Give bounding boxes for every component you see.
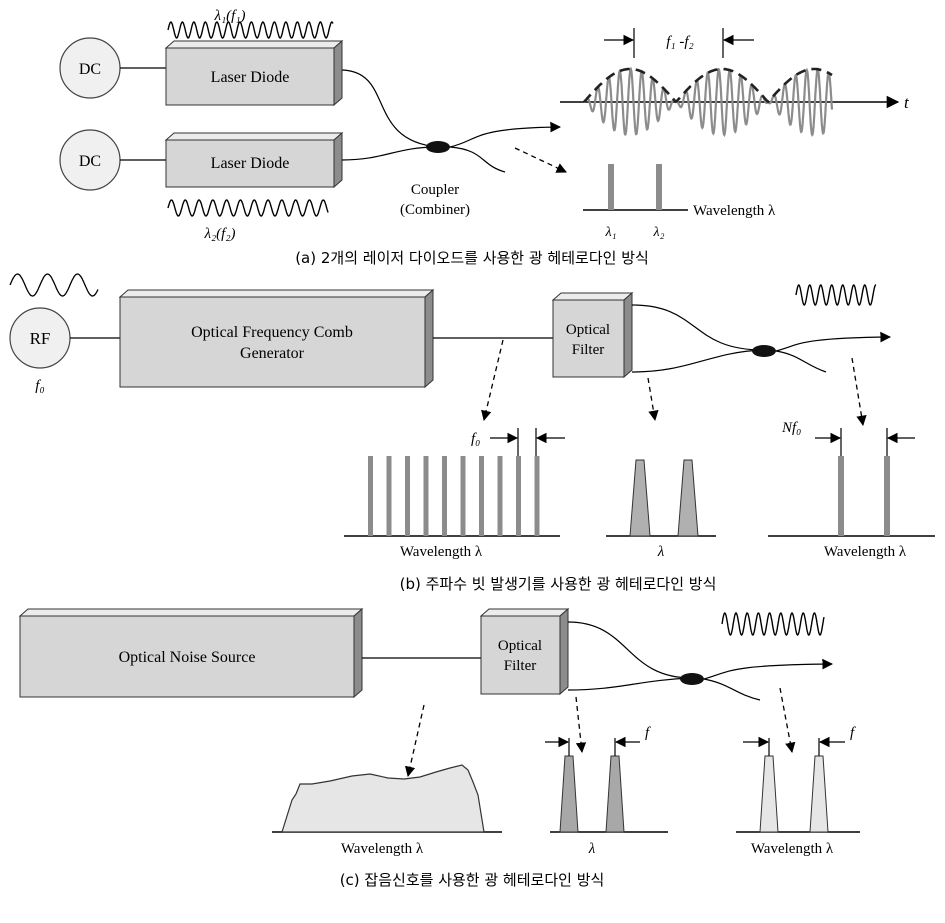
coupler-c <box>680 673 704 685</box>
comb-line <box>386 456 392 536</box>
laser-diode-top: Laser Diode <box>164 39 344 107</box>
filter-b-label-1: Optical <box>566 322 610 338</box>
caption-a: (a) 2개의 레이저 다이오드를 사용한 광 헤테로다인 방식 <box>295 249 649 267</box>
output-wave-b <box>795 284 877 306</box>
comb-axis-label: Wavelength λ <box>400 544 483 560</box>
comb-line <box>423 456 429 536</box>
comb-line <box>460 456 466 536</box>
spectral-line-2 <box>656 164 662 210</box>
comb-label-2: Generator <box>240 345 305 362</box>
laser-label-top: Laser Diode <box>211 69 290 86</box>
output-peak-c2 <box>809 755 829 833</box>
lambda2-label: λ₂(f₂) <box>203 226 235 242</box>
noise-source-label: Optical Noise Source <box>119 649 256 666</box>
output-axis-label-c: Wavelength λ <box>751 841 834 857</box>
filtered-peak-c2 <box>605 755 625 833</box>
filter-c-fiber-bottom <box>567 677 693 691</box>
fiber-bottom <box>341 146 439 161</box>
comb-generator-box: Optical Frequency Comb Generator <box>118 288 435 389</box>
panel-c: Optical Noise Source Optical Filter Wave… <box>18 607 860 889</box>
comb-line <box>534 456 540 536</box>
beat-label: f₁ -f₂ <box>666 34 694 50</box>
output-wave-c <box>721 612 825 636</box>
filter-c-label-1: Optical <box>498 638 542 654</box>
beat-carrier <box>583 66 834 137</box>
spectral-line-1 <box>608 164 614 210</box>
filter-b-label-2: Filter <box>572 342 605 358</box>
caption-c: (c) 잡음신호를 사용한 광 헤테로다인 방식 <box>340 871 605 889</box>
line1-label: λ₁ <box>605 225 617 240</box>
laser-label-bottom: Laser Diode <box>211 155 290 172</box>
rf-signal-wave <box>9 273 99 297</box>
comb-lines <box>368 456 540 536</box>
filtered-axis-label-c: λ <box>588 841 596 857</box>
filtered-axis-label-b: λ <box>657 544 665 560</box>
coupler-c-output-lower <box>703 678 761 701</box>
comb-label-1: Optical Frequency Comb <box>191 324 353 341</box>
coupler-c-output <box>703 658 834 680</box>
filter-b-fiber-bottom <box>631 349 764 373</box>
noise-axis-label: Wavelength λ <box>341 841 424 857</box>
dashed-arrow-c3 <box>779 687 796 754</box>
comb-line <box>516 456 521 536</box>
beat-envelope <box>583 67 833 104</box>
filter-c-label-2: Filter <box>504 658 537 674</box>
time-axis-label: t <box>904 93 910 112</box>
panel-a: λ₁(f₁) DC DC Laser Diode Laser Diode λ₂(… <box>59 8 910 267</box>
caption-b: (b) 주파수 빗 발생기를 사용한 광 헤테로다인 방식 <box>400 575 717 593</box>
noise-spectrum-shape <box>281 764 485 833</box>
filtered-f-label: f <box>645 725 651 741</box>
filter-c-fiber-top <box>567 621 693 679</box>
coupler-b-output-lower <box>775 350 827 373</box>
optical-filter-b: Optical Filter <box>551 291 634 379</box>
coupler-label-2: (Combiner) <box>400 202 470 218</box>
optical-filter-c: Optical Filter <box>479 607 570 696</box>
comb-line <box>442 456 447 536</box>
lambda1-label: λ₁(f₁) <box>213 8 245 24</box>
laser-diode-bottom: Laser Diode <box>164 131 344 189</box>
comb-line <box>497 456 503 536</box>
rf-label: RF <box>30 329 51 348</box>
nf0-label: Nf₀ <box>781 420 801 436</box>
spectrum-axis-label-a: Wavelength λ <box>693 203 776 219</box>
line2-label: λ₂ <box>653 225 665 240</box>
output-peak-c1 <box>759 755 779 833</box>
filter-b-fiber-top <box>631 304 764 351</box>
fiber-top <box>341 69 439 148</box>
comb-spacing-label: f₀ <box>471 431 480 447</box>
coupler-label-1: Coupler <box>411 182 459 198</box>
wave-lambda2 <box>167 199 329 217</box>
coupler-b-output <box>775 331 892 352</box>
coupler <box>426 141 450 153</box>
dashed-arrow-c1 <box>404 704 425 778</box>
comb-line <box>405 456 410 536</box>
comb-line <box>368 456 373 536</box>
coupler-output <box>449 121 562 148</box>
dc-label-bottom: DC <box>79 153 101 170</box>
dashed-arrow-b1 <box>481 339 504 422</box>
dc-label-top: DC <box>79 61 101 78</box>
output-line-b1 <box>838 456 844 536</box>
filtered-peak-b1 <box>629 459 651 537</box>
coupler-output-lower <box>449 146 506 173</box>
f0-label: f₀ <box>35 378 44 394</box>
output-axis-label-b: Wavelength λ <box>824 544 907 560</box>
output-f-label: f <box>850 725 856 741</box>
dashed-arrow-a <box>514 147 567 173</box>
filtered-peak-c1 <box>559 755 579 833</box>
dashed-arrow-b2 <box>647 377 659 422</box>
filtered-peak-b2 <box>677 459 699 537</box>
comb-line <box>479 456 484 536</box>
coupler-b <box>752 345 776 357</box>
output-line-b2 <box>884 456 890 536</box>
panel-b: RF f₀ Optical Frequency Comb Generator O… <box>9 273 935 593</box>
dashed-arrow-b3 <box>851 357 867 427</box>
noise-source-box: Optical Noise Source <box>18 607 364 699</box>
dashed-arrow-c2 <box>575 696 587 754</box>
wave-lambda1 <box>167 21 334 39</box>
